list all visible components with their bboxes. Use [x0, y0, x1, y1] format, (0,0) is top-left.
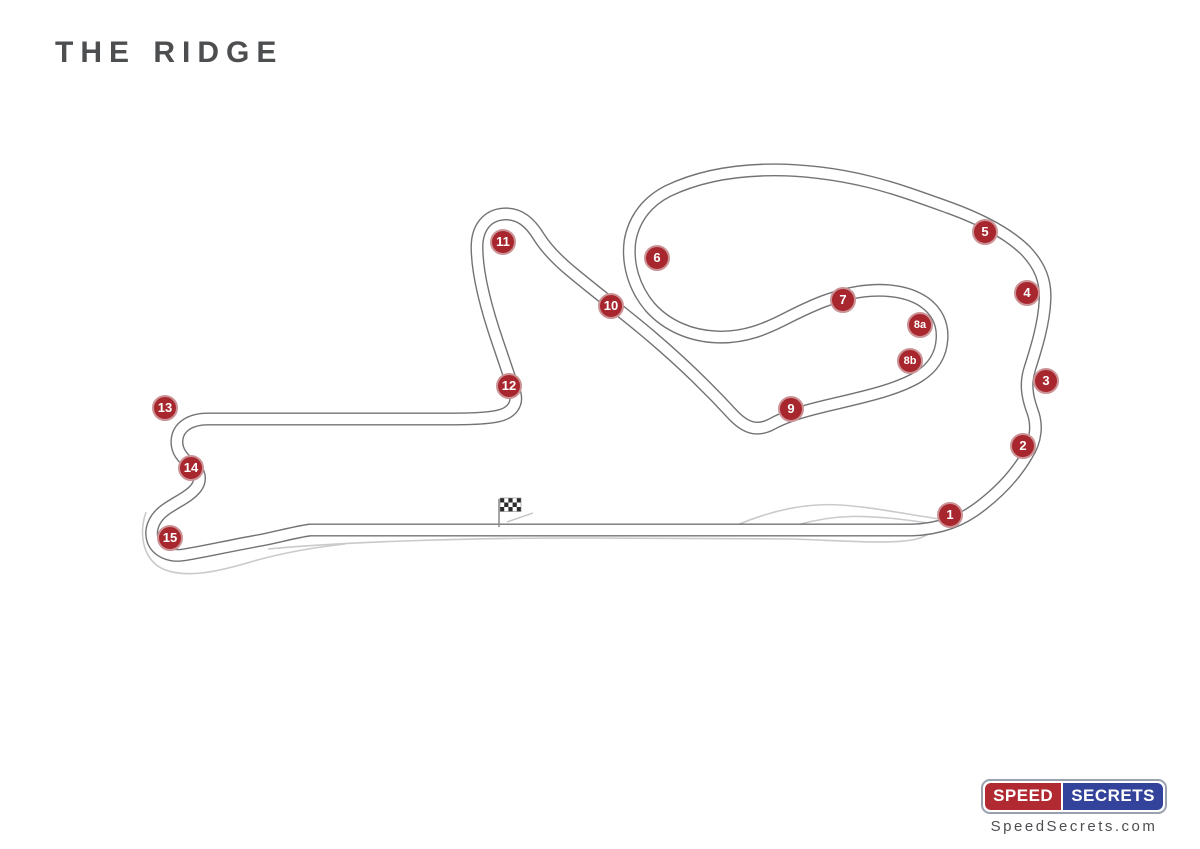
website-url: SpeedSecrets.com [990, 818, 1158, 835]
turn-marker-9: 9 [778, 396, 804, 422]
turn-marker-4: 4 [1014, 280, 1040, 306]
turn-marker-7: 7 [830, 287, 856, 313]
badge-speed-label: SPEED [985, 783, 1062, 810]
turn-marker-8b: 8b [897, 348, 923, 374]
turn-marker-8a: 8a [907, 312, 933, 338]
alt-config-lines [141, 503, 953, 575]
speedsecrets-branding: SPEED SECRETS SpeedSecrets.com [981, 779, 1167, 835]
badge-secrets-label: SECRETS [1063, 783, 1163, 810]
turn-marker-11: 11 [490, 229, 516, 255]
checkered-flag-icon [498, 497, 534, 527]
speedsecrets-badge: SPEED SECRETS [981, 779, 1167, 814]
alt-line-hump-outer [736, 503, 941, 526]
turn-marker-1: 1 [937, 502, 963, 528]
track-title: THE RIDGE [55, 36, 284, 69]
turn-marker-12: 12 [496, 373, 522, 399]
turn15-shadow-line [141, 511, 346, 575]
track-surface [146, 164, 1051, 561]
turn-marker-14: 14 [178, 455, 204, 481]
turn-marker-3: 3 [1033, 368, 1059, 394]
turn-marker-10: 10 [598, 293, 624, 319]
turn-marker-6: 6 [644, 245, 670, 271]
turn-marker-13: 13 [152, 395, 178, 421]
turn-marker-5: 5 [972, 219, 998, 245]
alt-line-hump-inner [796, 515, 929, 526]
turn-marker-15: 15 [157, 525, 183, 551]
pit-lane-line [267, 515, 953, 550]
turn-marker-2: 2 [1010, 433, 1036, 459]
